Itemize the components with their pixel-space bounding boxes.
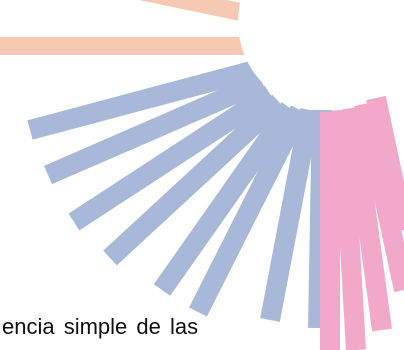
ray-blue-3	[68, 85, 276, 231]
sunburst-center	[238, 0, 404, 110]
ray-pink-4	[354, 101, 404, 293]
ray-blue-2	[44, 72, 266, 185]
ray-pink-2	[332, 109, 366, 350]
ray-blue-5	[153, 102, 299, 296]
ray-peach-1	[139, 0, 252, 23]
caption-text: encia simple de las	[2, 314, 199, 339]
ray-blue-7	[260, 108, 320, 322]
ray-blue-6	[189, 105, 309, 317]
ray-pink-3	[342, 106, 392, 332]
ray-blue-1	[27, 60, 258, 140]
ray-pink-5	[366, 95, 404, 233]
ray-blue-4	[103, 94, 286, 266]
